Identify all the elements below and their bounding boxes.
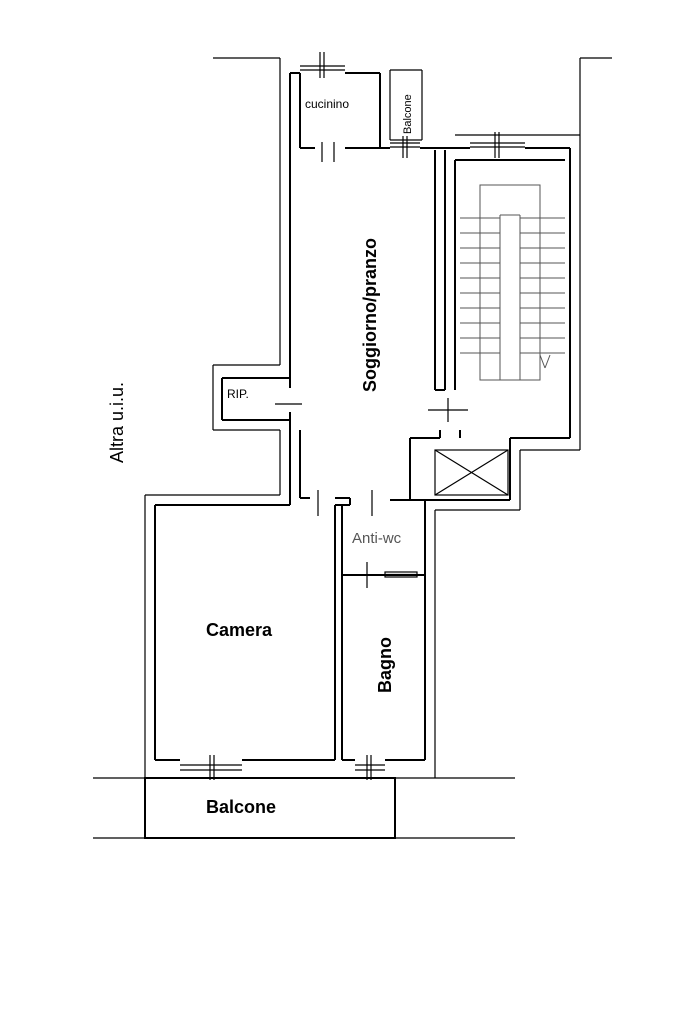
doors [275,142,468,588]
windows [180,52,525,780]
label-ripostiglio: RIP. [227,387,249,401]
property-boundary [93,57,612,839]
elevator-shaft [434,449,509,496]
window-camera [180,755,242,780]
window-cucinino [300,52,345,78]
label-soggiorno: Soggiorno/pranzo [360,238,380,392]
window-balcone-small [390,136,420,158]
label-camera: Camera [206,620,273,640]
label-balcone-small: Balcone [402,94,414,134]
label-bagno: Bagno [375,637,395,693]
label-other-unit: Altra u.i.u. [107,382,127,463]
label-antiwc: Anti-wc [352,530,402,547]
window-bagno [355,755,385,780]
label-cucinino: cucinino [305,97,349,111]
balcone-main-slab [144,777,396,839]
staircase [460,184,565,381]
window-stairwell [470,132,525,158]
exterior-walls [154,69,571,761]
label-balcone-main: Balcone [206,797,276,817]
